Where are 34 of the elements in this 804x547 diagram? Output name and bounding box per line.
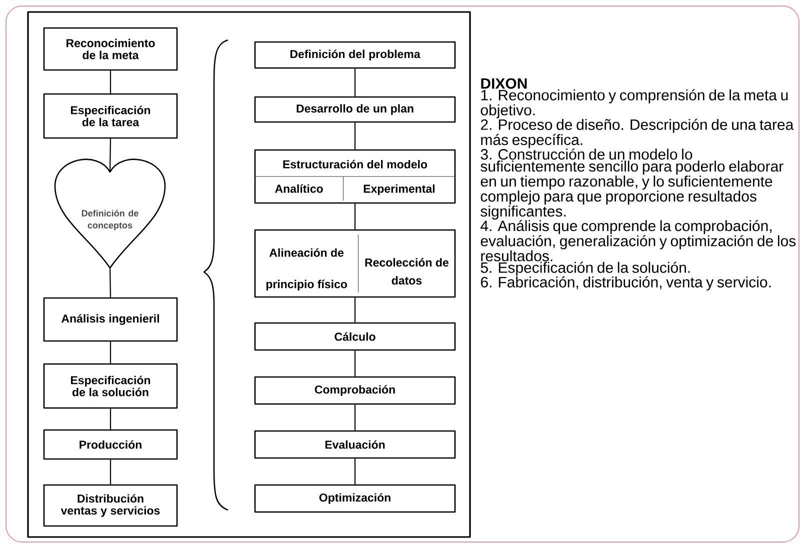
- process-box: Reconocimiento de la meta: [43, 27, 178, 71]
- connector-line: [354, 204, 356, 230]
- process-box: Comprobación: [254, 376, 456, 405]
- connector-line: [354, 404, 356, 430]
- connector-line: [110, 342, 112, 364]
- process-box: Especificación de la tarea: [43, 93, 178, 139]
- heading: DIXON: [481, 78, 527, 89]
- connector-line: [354, 68, 356, 96]
- connector-line: [109, 268, 112, 298]
- model-box: Estructuración del modelo Analítico Experimental: [254, 149, 456, 204]
- list-item: 6. Fabricación, distribución, venta y servicio.: [480, 276, 771, 290]
- process-box: Análisis ingenieril: [43, 297, 178, 342]
- list-item: 1. Reconocimiento y comprensión de la meta u objetivo.: [480, 89, 788, 118]
- connector-line: [354, 458, 356, 484]
- connector-line: [354, 122, 356, 150]
- list-item: 2. Proceso de diseño. Descripción de una tarea más específica.: [480, 118, 794, 148]
- connector-line: [354, 350, 356, 376]
- process-box: Evaluación: [254, 430, 456, 459]
- list-item: 4. Análisis que comprende la comprobación, evaluación, generalización y optimización de los resultados.: [480, 220, 796, 262]
- connector-line: [110, 460, 112, 484]
- process-box: Producción: [43, 429, 178, 460]
- process-box: Cálculo: [254, 322, 456, 351]
- process-box: Optimización: [254, 484, 456, 513]
- process-box: Alineación de principio físico Recolección de datos: [254, 229, 456, 298]
- connector-line: [110, 70, 112, 94]
- process-box: Distribución ventas y servicios: [43, 484, 178, 527]
- connector-line: [110, 408, 112, 430]
- heart-shape: Definición de conceptos: [54, 158, 166, 269]
- process-box: Definición del problema: [254, 41, 456, 69]
- list-item: 3. Construcción de un modelo lo suficientemente sencillo para poderlo elaborar en un tiempo razonable, y lo suficientemente complejo para que proporcione resultados significantes.: [480, 148, 784, 220]
- connector-line: [354, 298, 356, 322]
- process-box: Especificación de la solución: [43, 363, 178, 409]
- list-item: 5. Especificación de la solución.: [480, 262, 690, 276]
- process-box: Desarrollo de un plan: [254, 96, 456, 123]
